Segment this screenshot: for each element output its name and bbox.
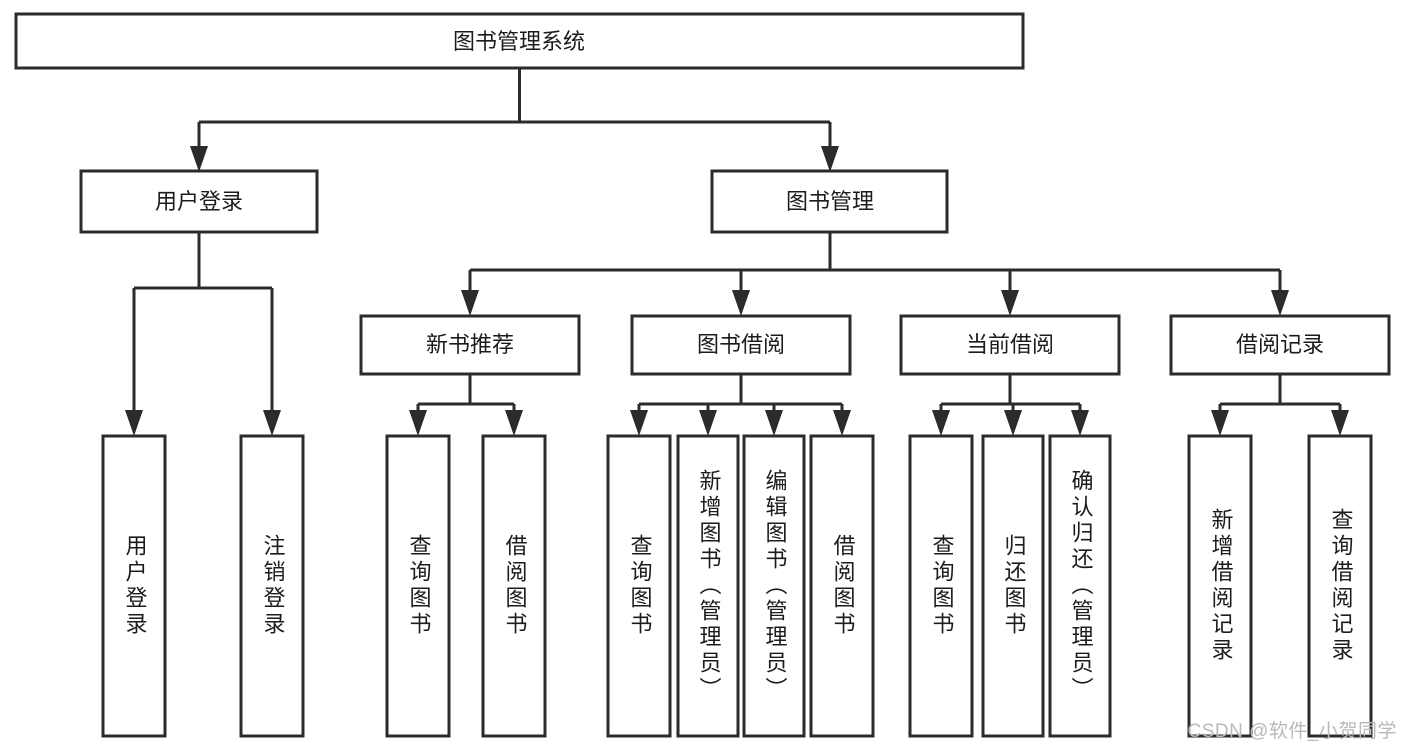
node-book-borrow-box[interactable] [630,314,852,376]
arrow-head-leaf-query-book-1 [409,410,427,436]
node-user-login-box[interactable] [79,169,319,234]
node-leaf-query-borrow-record-label: 查询借阅记录 [1329,508,1354,664]
arrow-head-leaf-query-book-3 [932,410,950,436]
node-leaf-borrow-book-newbook[interactable]: 借阅图书 [481,434,547,738]
node-root-box[interactable] [14,12,1025,70]
arrow-head-user-login [190,146,208,172]
arrow-head-leaf-return-book [1004,410,1022,436]
node-leaf-logout-label: 注销登录 [261,534,286,638]
arrow-head-book-borrow [732,290,750,316]
node-book-management-box[interactable] [710,169,949,234]
node-leaf-query-book-current-label: 查询图书 [930,534,955,638]
node-leaf-query-book-newbook[interactable]: 查询图书 [385,434,451,738]
arrow-head-leaf-user-login [125,410,143,436]
arrow-head-borrow-record [1271,290,1289,316]
node-leaf-return-book[interactable]: 归还图书 [981,434,1045,738]
node-new-book-recommend-label: 新书推荐 [426,332,514,357]
node-leaf-borrow-book-borrow[interactable]: 借阅图书 [809,434,875,738]
node-leaf-return-book-box[interactable] [981,434,1045,738]
node-leaf-query-book-newbook-label: 查询图书 [407,534,432,638]
node-leaf-query-book-current[interactable]: 查询图书 [908,434,974,738]
node-leaf-edit-book-admin-label: 编辑图书（管理员） [763,469,788,703]
node-root-system[interactable]: 图书管理系统 [14,12,1025,70]
arrow-head-leaf-logout [263,410,281,436]
arrow-head-leaf-add-book [699,410,717,436]
node-leaf-query-book-current-box[interactable] [908,434,974,738]
node-leaf-return-book-label: 归还图书 [1002,534,1027,638]
node-borrow-record-box[interactable] [1169,314,1391,376]
arrow-head-leaf-query-book-2 [630,410,648,436]
node-leaf-confirm-return-admin[interactable]: 确认归还（管理员） [1048,434,1112,738]
arrow-head-new-book-rec [461,290,479,316]
node-user-login[interactable]: 用户登录 [79,169,319,234]
node-leaf-add-book-admin-box[interactable] [676,434,740,738]
node-new-book-recommend-box[interactable] [359,314,581,376]
arrow-head-book-mgmt [821,146,839,172]
node-book-borrow[interactable]: 图书借阅 [630,314,852,376]
node-leaf-confirm-return-admin-box[interactable] [1048,434,1112,738]
node-leaf-user-login-label: 用户登录 [123,534,148,638]
arrow-head-leaf-edit-book [765,410,783,436]
node-book-management[interactable]: 图书管理 [710,169,949,234]
node-leaf-query-book-borrow-box[interactable] [606,434,672,738]
arrow-head-leaf-confirm-return [1071,410,1089,436]
node-current-borrow[interactable]: 当前借阅 [899,314,1121,376]
arrow-head-leaf-query-record [1331,410,1349,436]
node-leaf-borrow-book-newbook-label: 借阅图书 [503,534,528,638]
node-leaf-borrow-book-borrow-label: 借阅图书 [831,534,856,638]
arrow-head-leaf-borrow-book-1 [505,410,523,436]
node-leaf-confirm-return-admin-label: 确认归还（管理员） [1069,469,1094,703]
connector-layer [125,68,1349,436]
node-user-login-label: 用户登录 [155,189,243,214]
node-leaf-query-book-borrow[interactable]: 查询图书 [606,434,672,738]
node-leaf-add-book-admin-label: 新增图书（管理员） [697,469,722,703]
node-leaf-user-login-box[interactable] [101,434,167,738]
node-leaf-add-borrow-record-box[interactable] [1187,434,1253,738]
node-leaf-query-borrow-record-box[interactable] [1307,434,1373,738]
node-leaf-add-book-admin[interactable]: 新增图书（管理员） [676,434,740,738]
node-new-book-recommend[interactable]: 新书推荐 [359,314,581,376]
node-leaf-query-borrow-record[interactable]: 查询借阅记录 [1307,434,1373,738]
arrow-head-current-borrow [1001,290,1019,316]
node-leaf-query-book-borrow-label: 查询图书 [628,534,653,638]
node-leaf-add-borrow-record[interactable]: 新增借阅记录 [1187,434,1253,738]
node-borrow-record-label: 借阅记录 [1236,332,1324,357]
node-leaf-borrow-book-newbook-box[interactable] [481,434,547,738]
node-current-borrow-label: 当前借阅 [966,332,1054,357]
node-leaf-logout[interactable]: 注销登录 [239,434,305,738]
node-leaf-add-borrow-record-label: 新增借阅记录 [1209,508,1234,664]
node-leaf-edit-book-admin-box[interactable] [742,434,806,738]
node-book-borrow-label: 图书借阅 [697,332,785,357]
node-leaf-logout-box[interactable] [239,434,305,738]
node-book-management-label: 图书管理 [786,189,874,214]
node-current-borrow-box[interactable] [899,314,1121,376]
node-leaf-borrow-book-borrow-box[interactable] [809,434,875,738]
node-root-label: 图书管理系统 [453,29,585,54]
node-leaf-user-login[interactable]: 用户登录 [101,434,167,738]
node-leaf-edit-book-admin[interactable]: 编辑图书（管理员） [742,434,806,738]
arrow-head-leaf-borrow-book-2 [833,410,851,436]
node-leaf-query-book-newbook-box[interactable] [385,434,451,738]
arrow-head-leaf-add-record [1211,410,1229,436]
node-borrow-record[interactable]: 借阅记录 [1169,314,1391,376]
